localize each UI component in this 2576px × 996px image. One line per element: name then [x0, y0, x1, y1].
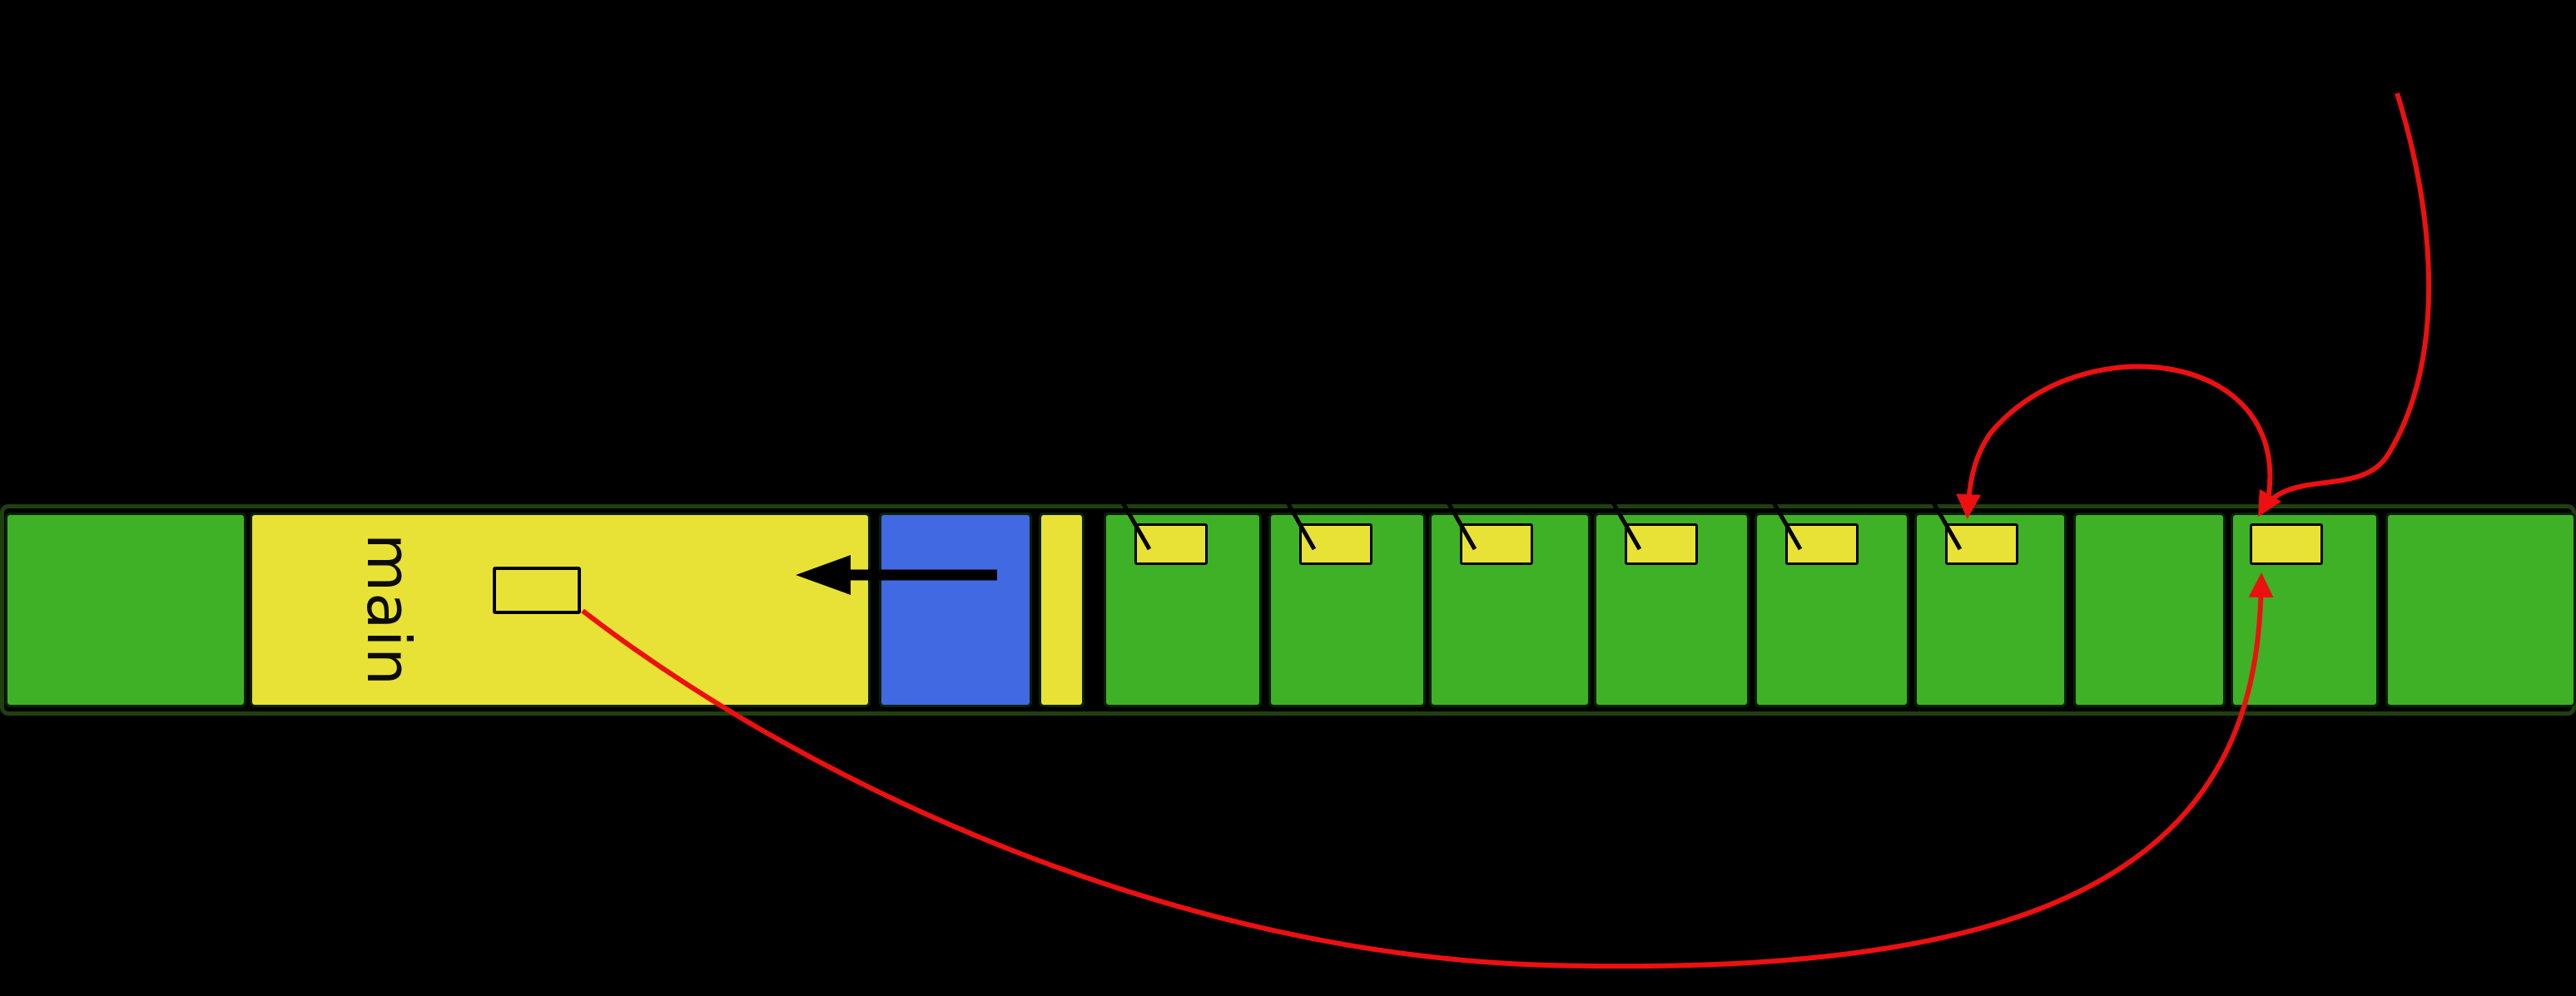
segment-9	[1755, 513, 1909, 707]
segment-10	[1914, 513, 2067, 707]
segment-4	[1039, 513, 1085, 707]
frame-pointer-tab	[1299, 523, 1372, 565]
frame-pointer-tab	[1134, 523, 1208, 565]
segment-5	[1104, 513, 1262, 707]
segment-1	[5, 513, 246, 707]
main-frame-label-wrap: main	[330, 515, 447, 705]
segment-8	[1594, 513, 1750, 707]
segment-3	[879, 513, 1032, 707]
segment-12	[2231, 513, 2379, 707]
frame-pointer-tab	[1460, 523, 1533, 565]
frame-pointer-tab	[1625, 523, 1698, 565]
frame-pointer-tab	[2250, 523, 2323, 565]
frame-pointer-tab	[1945, 523, 2018, 565]
frame-pointer-tab	[1785, 523, 1859, 565]
segment-13	[2385, 513, 2576, 707]
segment-11	[2073, 513, 2226, 707]
segment-6	[1268, 513, 1426, 707]
main-frame-label: main	[354, 533, 424, 686]
segment-7	[1429, 513, 1591, 707]
main-frame-slot-rect	[493, 567, 581, 614]
